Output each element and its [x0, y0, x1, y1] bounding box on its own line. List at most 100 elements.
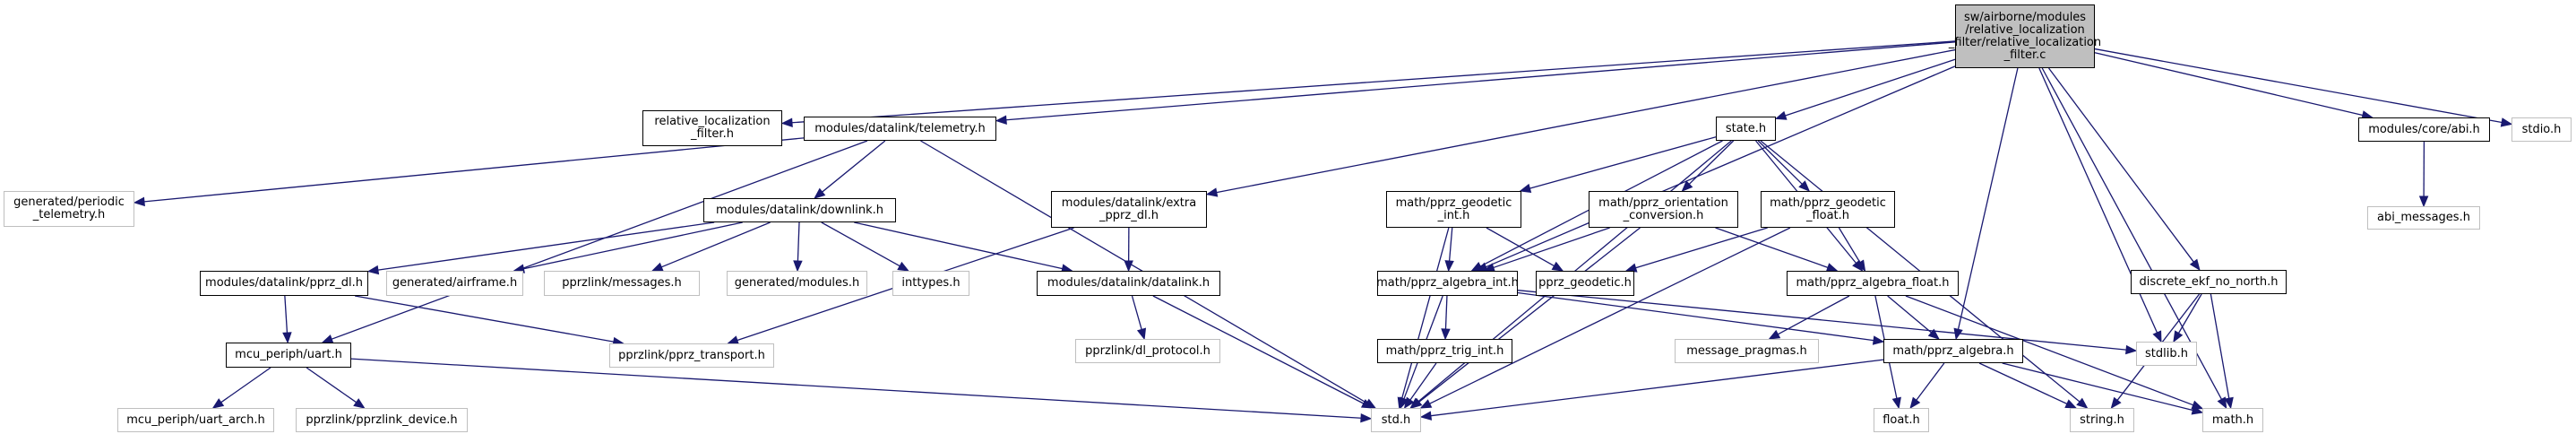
node-state-h[interactable]: state.h: [1716, 117, 1776, 141]
edge-root-to-ekf_h: [2048, 67, 2194, 263]
arrowhead-root-to-ekf_h: [2189, 258, 2201, 272]
edge-algebra_int_h-to-algebra_h: [1517, 291, 1874, 342]
node-stdlib-h: stdlib.h: [2136, 342, 2197, 366]
node-messages-h: pprzlink/messages.h: [544, 271, 700, 296]
edge-algebra_h-to-string_h: [1978, 362, 2068, 404]
node-datalink-h[interactable]: modules/datalink/datalink.h: [1037, 271, 1220, 296]
node-airframe-h: generated/airframe.h: [386, 271, 523, 296]
node-uart-arch-h: mcu_periph/uart_arch.h: [117, 408, 274, 432]
arrowhead-ekf_h-to-stdlib_h: [2173, 330, 2184, 343]
edge-telemetry_h-to-downlink_h: [822, 140, 886, 193]
arrowhead-downlink_h-to-inttypes_h: [897, 261, 909, 272]
arrowhead-downlink_h-to-messages_h: [650, 262, 664, 272]
node-periodic-telemetry-h: generated/periodic _telemetry.h: [4, 191, 134, 227]
node-pprz-algebra-int-h[interactable]: math/pprz_algebra_int.h: [1376, 271, 1519, 296]
edge-uart_h-to-uart_arch_h: [220, 367, 271, 404]
edge-root-to-rlf_h: [791, 40, 1956, 124]
edge-geodetic_float_h-to-pprz_geodetic_h: [1635, 227, 1768, 269]
arrowhead-root-to-stdlib_h: [2152, 330, 2162, 343]
node-downlink-h[interactable]: modules/datalink/downlink.h: [703, 198, 896, 222]
node-uart-h[interactable]: mcu_periph/uart.h: [226, 343, 351, 368]
edge-downlink_h-to-airframe_h: [523, 221, 743, 270]
node-math-h: math.h: [2202, 408, 2263, 432]
node-std-h: std.h: [1371, 408, 1421, 432]
arrowhead-state_h-to-algebra_int_h: [1470, 262, 1484, 272]
arrowhead-algebra_h-to-math_h: [2191, 405, 2204, 415]
arrowhead-telemetry_h-to-downlink_h: [814, 187, 826, 199]
node-discrete-ekf-no-north-h[interactable]: discrete_ekf_no_north.h: [2131, 270, 2287, 294]
edge-datalink_h-to-dl_protocol_h: [1131, 295, 1142, 330]
arrowhead-algebra_float_h-to-float_h: [1891, 396, 1901, 410]
arrowhead-datalink_h-to-std_h: [1360, 399, 1374, 409]
edge-algebra_h-to-math_h: [2002, 362, 2193, 412]
edge-pprz_dl_h-to-uart_h: [284, 295, 289, 334]
edge-root-to-telemetry_h: [1005, 41, 1956, 121]
node-pprz-orientation-conversion-h[interactable]: math/pprz_orientation _conversion.h: [1589, 191, 1738, 228]
edge-algebra_h-to-std_h: [1430, 359, 1884, 417]
node-telemetry-h[interactable]: modules/datalink/telemetry.h: [804, 117, 996, 141]
arrowhead-geodetic_float_h-to-algebra_float_h: [1856, 259, 1866, 273]
node-relative-localization-filter-h[interactable]: relative_localization _filter.h: [642, 110, 782, 146]
arrowhead-state_h-to-string_h: [2076, 397, 2089, 409]
edge-orientation_h-to-std_h: [1418, 227, 1641, 403]
node-pprz-trig-int-h[interactable]: math/pprz_trig_int.h: [1377, 339, 1512, 363]
node-extra-pprz-dl-h[interactable]: modules/datalink/extra _pprz_dl.h: [1051, 191, 1207, 228]
node-pprz-geodetic-int-h[interactable]: math/pprz_geodetic _int.h: [1386, 191, 1521, 228]
node-pprz-algebra-float-h[interactable]: math/pprz_algebra_float.h: [1787, 271, 1959, 296]
arrowhead-algebra_h-to-string_h: [2064, 399, 2078, 409]
arrowhead-root-to-stdio_h: [2500, 117, 2513, 127]
edge-downlink_h-to-messages_h: [661, 221, 771, 268]
edge-root-to-stdio_h: [2094, 48, 2503, 124]
edge-root-to-stdlib_h: [2038, 67, 2158, 334]
edge-geodetic_int_h-to-algebra_int_h: [1448, 227, 1453, 262]
edge-geodetic_float_h-to-algebra_float_h: [1838, 227, 1861, 263]
edge-pprz_dl_h-to-pprz_transport_h: [355, 295, 614, 343]
arrowhead-ekf_h-to-string_h: [2110, 396, 2122, 410]
edge-downlink_h-to-modules_h: [797, 221, 800, 262]
arrowhead-root-to-extra_pprz_dl_h: [1205, 187, 1219, 197]
arrowhead-extra_pprz_dl_h-to-datalink_h: [1124, 260, 1133, 273]
arrowhead-geodetic_int_h-to-pprz_geodetic_h: [1551, 261, 1564, 272]
node-pprz-geodetic-float-h[interactable]: math/pprz_geodetic _float.h: [1761, 191, 1895, 228]
node-pprz-dl-h[interactable]: modules/datalink/pprz_dl.h: [200, 271, 368, 296]
arrowhead-uart_h-to-pprzlink_device_h: [353, 398, 366, 409]
node-float-h: float.h: [1874, 408, 1929, 432]
arrowhead-algebra_float_h-to-message_pragmas_h: [1768, 329, 1781, 340]
edge-state_h-to-geodetic_float_h: [1757, 140, 1803, 185]
node-relative-localization-filter-c: sw/airborne/modules /relative_localizati…: [1949, 4, 2101, 68]
edge-algebra_float_h-to-algebra_h: [1887, 295, 1932, 334]
arrowhead-uart_h-to-std_h: [1360, 412, 1373, 423]
arrowhead-trig_int_h-to-std_h: [1403, 396, 1415, 410]
node-stdio-h: stdio.h: [2511, 117, 2572, 142]
edge-telemetry_h-to-uart_h: [331, 140, 868, 340]
node-abi-messages-h: abi_messages.h: [2367, 206, 2480, 230]
edge-state_h-to-orientation_h: [1688, 140, 1735, 185]
edge-algebra_int_h-to-stdlib_h: [1517, 290, 2127, 351]
node-message-pragmas-h: message_pragmas.h: [1675, 339, 1819, 363]
node-abi-h[interactable]: modules/core/abi.h: [2358, 117, 2490, 142]
arrowhead-orientation_h-to-std_h: [1410, 397, 1423, 409]
edge-geodetic_float_h-to-std_h: [1429, 227, 1791, 404]
edge-algebra_float_h-to-message_pragmas_h: [1778, 295, 1850, 335]
edge-ekf_h-to-stdlib_h: [2177, 293, 2202, 334]
edge-root-to-state_h: [1785, 58, 1956, 117]
arrowhead-algebra_h-to-float_h: [1909, 396, 1921, 410]
arrowhead-root-to-telemetry_h: [995, 115, 1007, 125]
arrowhead-state_h-to-geodetic_float_h: [1798, 180, 1811, 192]
arrowhead-algebra_h-to-std_h: [1419, 411, 1433, 421]
arrowhead-state_h-to-orientation_h: [1681, 180, 1693, 192]
edge-root-to-extra_pprz_dl_h: [1216, 48, 1956, 194]
edge-orientation_h-to-algebra_float_h: [1715, 227, 1829, 268]
edge-uart_h-to-pprzlink_device_h: [306, 367, 357, 404]
node-pprz-algebra-h[interactable]: math/pprz_algebra.h: [1883, 339, 2023, 363]
edge-geodetic_int_h-to-pprz_geodetic_h: [1486, 227, 1555, 267]
node-modules-h: generated/modules.h: [727, 271, 867, 296]
node-pprz-transport-h: pprzlink/pprz_transport.h: [609, 343, 774, 368]
node-string-h: string.h: [2070, 408, 2134, 432]
node-pprz-geodetic-h[interactable]: pprz_geodetic.h: [1536, 271, 1634, 296]
arrowhead-pprz_dl_h-to-uart_h: [282, 332, 292, 344]
arrowhead-ekf_h-to-math_h: [2224, 396, 2234, 410]
arrowhead-algebra_int_h-to-stdlib_h: [2125, 344, 2138, 355]
